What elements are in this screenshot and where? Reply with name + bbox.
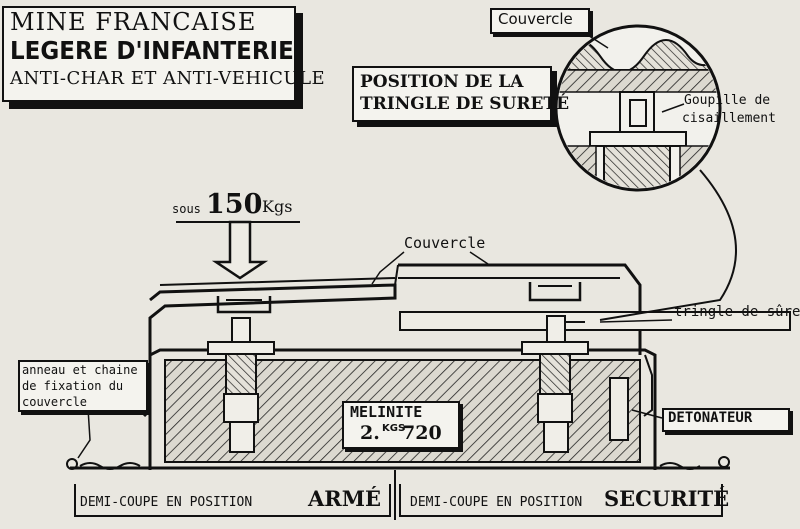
fuze-safety: [521, 315, 589, 453]
load-prefix: sous: [172, 202, 201, 216]
rod-position-box: [352, 66, 552, 122]
rod-position-line1: POSITION DE LA: [360, 72, 524, 92]
anneau-box: [18, 360, 148, 412]
anneau-line3: couvercle: [22, 395, 88, 409]
title-box: [2, 6, 296, 102]
couvercle-mid-label: Couvercle: [404, 234, 486, 252]
lid-armed: [142, 283, 397, 418]
load-value: 150: [206, 189, 263, 220]
caption-right-prefix: DEMI-COUPE EN POSITION: [410, 495, 583, 510]
caption-frame: [74, 484, 391, 517]
load-unit: Kgs: [262, 197, 293, 216]
melinite-label: MELINITE: [350, 403, 423, 421]
goupille-label-line2: cisaillement: [682, 111, 776, 126]
anneau-line2: de fixation du: [22, 379, 124, 393]
title-line2: LEGERE D'INFANTERIE: [10, 36, 294, 65]
melinite-kg-int: 2.: [360, 422, 380, 444]
couvercle-top-label: Couvercle: [498, 10, 573, 28]
caption-left-state: ARMÉ: [308, 486, 381, 511]
goupille-label-line1: Goupille de: [684, 93, 771, 108]
anneau-line1: anneau et chaine: [22, 363, 138, 377]
detonateur-box: [662, 408, 790, 432]
title-line1: MINE FRANCAISE: [10, 8, 257, 36]
detonateur-label: DETONATEUR: [668, 410, 753, 426]
ring: [66, 458, 78, 470]
fuze-armed: [207, 317, 275, 453]
melinite-box: [342, 401, 460, 449]
title-line3: ANTI-CHAR ET ANTI-VEHICULE: [10, 68, 326, 89]
melinite-unit: KGS: [382, 423, 406, 434]
tringle-label: tringle de sûreté: [674, 304, 800, 320]
detonator: [609, 377, 629, 441]
caption-right-state: SECURITÉ: [604, 486, 730, 511]
rod-position-line2: TRINGLE DE SURETÉ: [360, 94, 570, 114]
melinite-kg-dec: 720: [402, 422, 442, 444]
caption-left-prefix: DEMI-COUPE EN POSITION: [80, 495, 253, 510]
couvercle-top-box: [490, 8, 590, 34]
chain: [79, 462, 141, 470]
load-arrow: [176, 220, 300, 280]
safety-rod: [399, 311, 791, 331]
